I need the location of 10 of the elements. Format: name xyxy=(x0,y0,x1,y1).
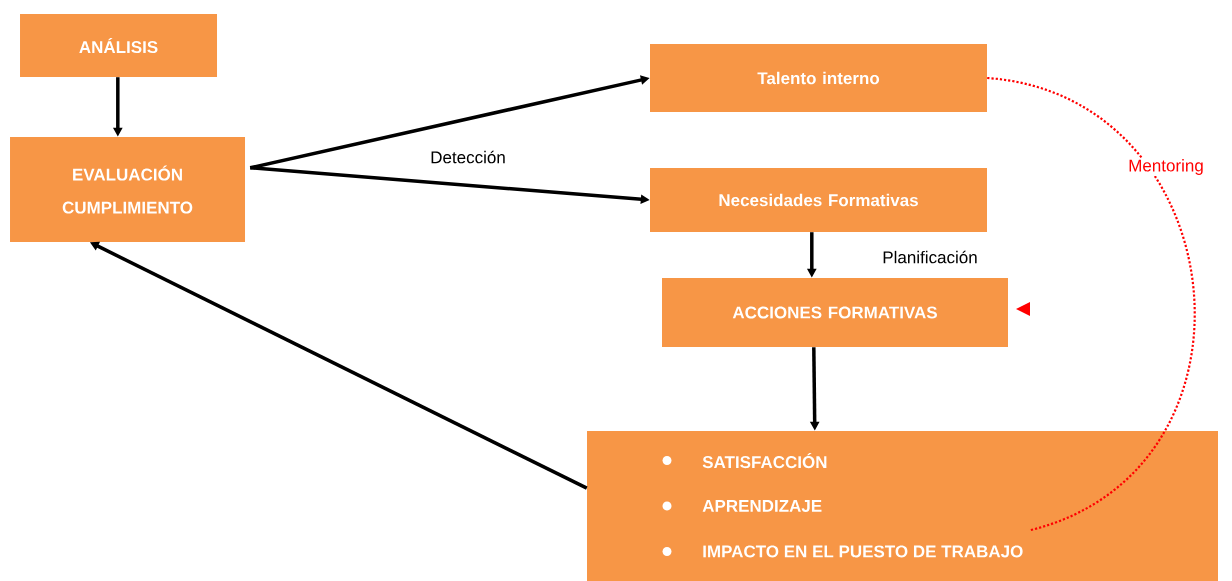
process-box: Necesidades Formativas xyxy=(650,168,987,232)
edge-label: Planificación xyxy=(881,249,979,265)
edge-label: Mentoring xyxy=(1127,158,1205,176)
process-box: EVALUACIÓN CUMPLIMIENTO xyxy=(10,137,245,242)
process-box: Talento interno xyxy=(650,44,987,112)
edge-label: Detección xyxy=(429,149,507,165)
connector-line xyxy=(987,76,1195,532)
bulleted-list-box: SATISFACCIÓN APRENDIZAJE IMPACTO EN EL PUESTO DE TRABAJO xyxy=(587,431,1218,581)
process-box: ACCIONES FORMATIVAS xyxy=(662,278,1008,347)
process-box: ANÁLISIS xyxy=(20,14,217,77)
